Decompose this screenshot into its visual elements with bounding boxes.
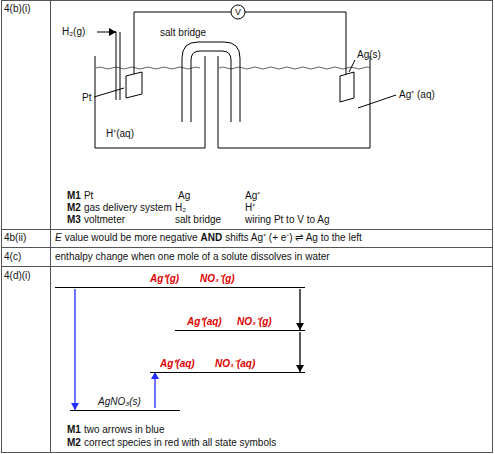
label-text: H⁺(aq) — [106, 128, 134, 140]
salt-bridge — [191, 51, 231, 122]
species-label: NO₃⁻(g) — [237, 316, 272, 328]
label-text: M3 — [67, 214, 81, 226]
liquid-surface — [219, 67, 371, 69]
label-text: M2 — [67, 437, 81, 449]
energy-level: AgNO₃(s) — [70, 394, 180, 411]
gas-tube — [97, 32, 116, 100]
species-label: NO₃⁻(aq) — [215, 358, 255, 370]
label-text: Ag(s) — [357, 49, 381, 61]
label-text: Ag — [178, 190, 190, 202]
energy-level: Ag⁺(aq) NO₃⁻(aq) — [150, 356, 305, 373]
label-text: 4(c) — [4, 251, 21, 263]
label-text: 4b(ii) — [4, 232, 26, 244]
energy-level: Ag⁺(aq) NO₃⁻(g) — [175, 314, 305, 331]
label-text: Ag⁺ — [245, 190, 260, 202]
enthalpy-arrow — [299, 289, 300, 330]
leader-line — [94, 88, 124, 97]
label-text: wiring Pt to V to Ag — [245, 214, 330, 226]
voltmeter-circle — [231, 5, 245, 19]
label-text: Pt — [82, 92, 91, 104]
label-text: M1 — [67, 190, 81, 202]
label-text: correct species in red with all state sy… — [84, 437, 276, 449]
label-text: salt bridge — [160, 27, 206, 39]
enthalpy-arrow — [74, 289, 75, 410]
label-text: salt bridge — [175, 214, 221, 226]
liquid-surface — [96, 67, 200, 69]
label-text: 4(b)(i) — [4, 3, 31, 15]
species-label: AgNO₃(s) — [98, 396, 141, 408]
leader-line — [349, 60, 355, 72]
label-text: 4(d)(i) — [4, 270, 31, 282]
wire — [134, 12, 231, 74]
label-text: two arrows in blue — [84, 424, 165, 436]
enthalpy-arrow — [154, 372, 155, 408]
wire — [245, 12, 346, 74]
leader-line — [358, 95, 396, 108]
left-beaker — [95, 56, 205, 148]
pt-electrode — [126, 72, 142, 98]
label-text: enthalpy change when one mole of a solut… — [55, 251, 330, 263]
species-label: Ag⁺(aq) — [187, 316, 222, 328]
label-text: M1 — [67, 424, 81, 436]
label-text: AND — [201, 232, 223, 244]
voltmeter: V — [230, 4, 246, 20]
label-text: value would be more negative — [65, 232, 198, 244]
salt-bridge — [182, 42, 240, 122]
label-text: M2 — [67, 202, 81, 214]
label-text: H₂(g) — [62, 26, 85, 38]
label-text: E — [55, 232, 62, 244]
label-text: gas delivery system — [84, 202, 172, 214]
voltmeter-label: V — [230, 6, 246, 18]
energy-level: Ag⁺(g) NO₃⁻(g) — [55, 271, 305, 288]
ag-electrode — [340, 72, 354, 102]
species-label: Ag⁺(aq) — [160, 358, 195, 370]
species-label: NO₃⁻(g) — [200, 273, 235, 285]
label-text: H₂ — [175, 202, 186, 214]
label-text: Pt — [84, 190, 93, 202]
right-beaker — [218, 56, 370, 148]
label-text: H⁺ — [245, 202, 255, 214]
enthalpy-arrow — [299, 332, 300, 372]
species-label: Ag⁺(g) — [150, 273, 179, 285]
label-text: voltmeter — [84, 214, 125, 226]
gas-arrow — [109, 32, 116, 33]
label-text: Ag⁺ (aq) — [399, 89, 435, 101]
cell-apparatus — [94, 5, 396, 148]
label-text: shifts Ag⁺ (+ e⁻) ⇌ Ag to the left — [225, 232, 362, 244]
